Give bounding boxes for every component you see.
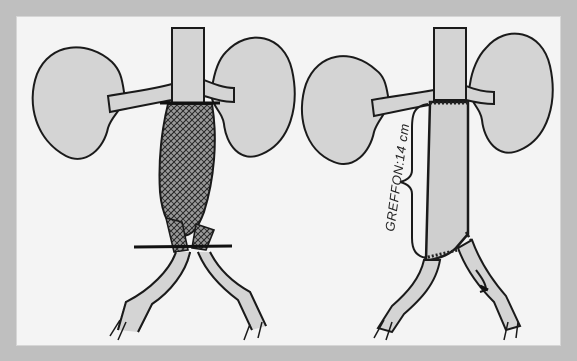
graft [426,102,468,260]
aneurysm-sac [159,104,214,236]
distal-clamp [134,246,232,247]
aorta-upper-r [434,28,466,100]
left-iliac-fill [118,252,190,332]
left-illustration [33,28,295,340]
left-iliac-r-fill [378,260,440,332]
aorta-upper [172,28,204,104]
right-iliac-fill [198,252,266,330]
right-iliac-r-fill [458,240,520,330]
right-illustration: GREFFON:14 cm [302,28,553,340]
